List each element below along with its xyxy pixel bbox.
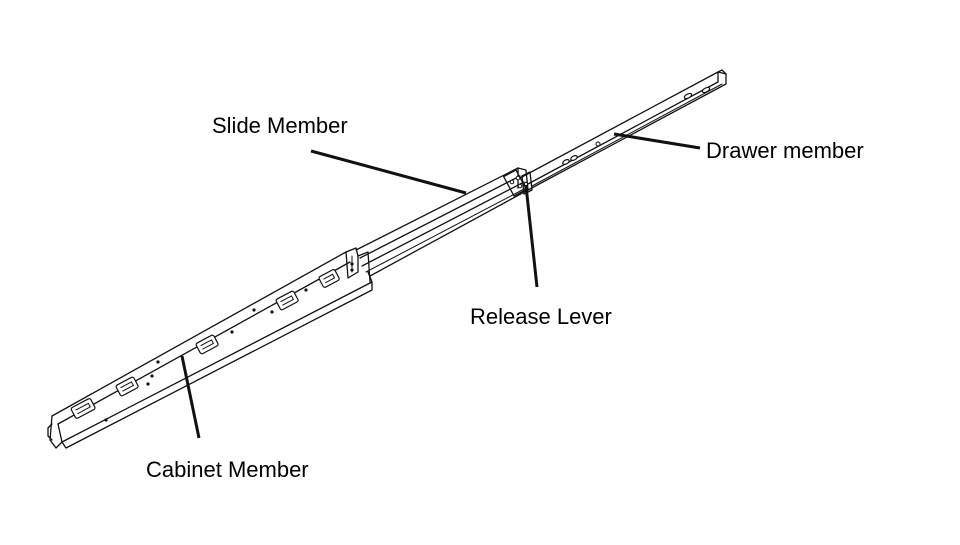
drawer-member-rail bbox=[519, 69, 727, 191]
release-lever bbox=[521, 171, 533, 195]
drawer-member-holes bbox=[562, 86, 711, 166]
cabinet-member-leader bbox=[180, 355, 201, 439]
cabinet-member-holes bbox=[104, 262, 354, 422]
cabinet-member-slots bbox=[70, 269, 340, 419]
bearing-retainer bbox=[503, 169, 527, 197]
drawer-member-leader bbox=[613, 132, 701, 150]
cabinet-member-rail bbox=[47, 247, 373, 449]
release-lever-leader bbox=[524, 185, 539, 288]
cabinet-member-label: Cabinet Member bbox=[146, 457, 309, 482]
release-lever-label: Release Lever bbox=[470, 304, 612, 329]
slide-member-leader bbox=[310, 149, 467, 195]
drawer-member-label: Drawer member bbox=[706, 138, 864, 163]
slide-member-rail bbox=[355, 167, 533, 277]
slide-member-label: Slide Member bbox=[212, 113, 348, 138]
